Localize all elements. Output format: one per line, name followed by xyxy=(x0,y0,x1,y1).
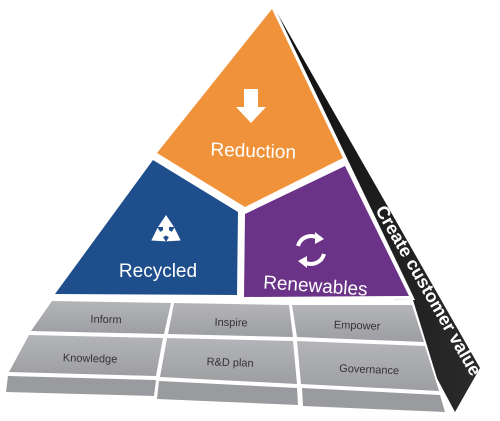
segment-renewables xyxy=(244,166,409,297)
brick-label-inspire: Inspire xyxy=(214,317,247,330)
recycle-icon xyxy=(151,215,181,242)
brick-label-knowledge: Knowledge xyxy=(63,352,118,365)
base-brick xyxy=(302,388,445,412)
base-brick xyxy=(297,341,439,391)
brick-label-governance: Governance xyxy=(339,363,399,378)
segment-recycled xyxy=(55,160,238,295)
segment-label-recycled: Recycled xyxy=(119,261,197,282)
down-arrow-icon xyxy=(236,89,266,123)
base-brick xyxy=(9,335,163,376)
segment-label-reduction: Reduction xyxy=(210,140,296,164)
brick-label-rd-plan: R&D plan xyxy=(206,356,253,370)
base-brick xyxy=(6,376,156,396)
brick-label-empower: Empower xyxy=(334,319,381,333)
base-brick xyxy=(168,303,293,337)
base-brick xyxy=(157,381,298,405)
brick-label-inform: Inform xyxy=(90,314,121,327)
renew-cycle-icon xyxy=(296,232,326,268)
side-face xyxy=(272,4,480,412)
base-brick xyxy=(160,338,297,384)
base-brick xyxy=(292,305,424,342)
base-brick xyxy=(31,301,171,334)
